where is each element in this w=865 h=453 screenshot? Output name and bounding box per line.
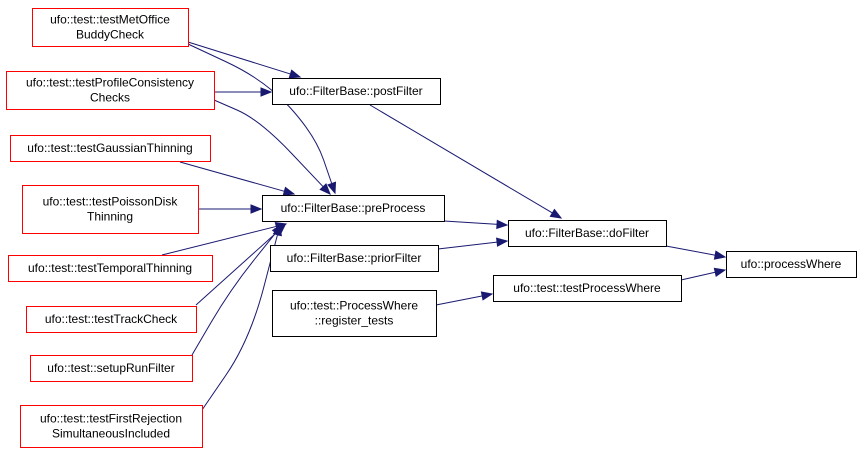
node-trackcheck[interactable]: ufo::test::testTrackCheck — [26, 306, 197, 333]
edge-dofilter-to-processwhere — [665, 245, 717, 256]
node-label: ufo::test::testFirstRejection — [40, 412, 182, 426]
node-label: ufo::test::testMetOffice — [50, 13, 170, 27]
nodes-layer: ufo::test::testMetOfficeBuddyCheckufo::t… — [6, 8, 857, 448]
node-label: ufo::test::testProcessWhere — [513, 281, 661, 295]
node-label: Checks — [90, 91, 130, 105]
arrowhead-profilecons-to-postfilter — [260, 87, 273, 97]
arrowhead-profilecons-to-preprocess — [319, 183, 331, 195]
edge-metoffice-to-preprocess — [187, 43, 333, 185]
edge-priorfilter-to-dofilter — [437, 241, 499, 250]
node-label: ufo::FilterBase::doFilter — [525, 226, 649, 240]
node-priorfilter[interactable]: ufo::FilterBase::priorFilter — [270, 245, 439, 272]
edge-metoffice-to-postfilter — [187, 41, 292, 75]
node-box — [272, 78, 441, 105]
node-label: ufo::test::testTemporalThinning — [28, 261, 192, 275]
node-temporal[interactable]: ufo::test::testTemporalThinning — [8, 255, 213, 282]
node-setuprun[interactable]: ufo::test::setupRunFilter — [30, 355, 193, 382]
node-label: ufo::processWhere — [741, 257, 842, 271]
node-box — [10, 135, 211, 162]
node-label: ufo::test::testProfileConsistency — [26, 76, 194, 90]
edge-setuprun-to-preprocess — [191, 231, 277, 356]
node-preprocess[interactable]: ufo::FilterBase::preProcess — [262, 195, 445, 222]
edge-preprocess-to-dofilter — [443, 220, 499, 225]
node-label: ::register_tests — [315, 314, 394, 328]
edge-temporal-to-preprocess — [161, 225, 278, 256]
node-registertests[interactable]: ufo::test::ProcessWhere::register_tests — [272, 290, 437, 337]
node-dofilter[interactable]: ufo::FilterBase::doFilter — [508, 220, 667, 247]
arrowhead-postfilter-to-dofilter — [549, 208, 563, 219]
node-postfilter[interactable]: ufo::FilterBase::postFilter — [272, 78, 441, 105]
edge-registertests-to-testprocesswhere — [435, 295, 484, 306]
arrowhead-firstrej-to-preprocess — [272, 223, 282, 237]
node-box — [22, 185, 199, 234]
arrowhead-registertests-to-testprocesswhere — [480, 291, 494, 301]
edge-testprocesswhere-to-processwhere — [680, 271, 717, 281]
arrowhead-testprocesswhere-to-processwhere — [713, 267, 727, 277]
edge-trackcheck-to-preprocess — [195, 230, 279, 306]
edges-layer — [161, 41, 727, 411]
node-label: BuddyCheck — [76, 28, 145, 42]
node-box — [30, 355, 193, 382]
node-label: ufo::test::testTrackCheck — [45, 312, 178, 326]
node-label: Thinning — [87, 210, 133, 224]
node-label: ufo::FilterBase::postFilter — [289, 84, 422, 98]
arrowhead-gaussian-to-preprocess — [282, 186, 296, 196]
node-label: ufo::test::testPoissonDisk — [43, 195, 179, 209]
node-box — [26, 306, 197, 333]
arrowhead-priorfilter-to-dofilter — [496, 237, 509, 247]
node-label: ufo::test::ProcessWhere — [290, 299, 418, 313]
node-box — [726, 251, 857, 278]
node-box — [493, 275, 682, 302]
node-box — [32, 8, 189, 47]
edge-postfilter-to-dofilter — [369, 104, 554, 214]
edge-firstrej-to-preprocess — [201, 233, 279, 411]
node-label: ufo::FilterBase::priorFilter — [287, 251, 422, 265]
arrowhead-metoffice-to-postfilter — [288, 69, 302, 79]
node-processwhere[interactable]: ufo::processWhere — [726, 251, 857, 278]
node-box — [262, 195, 445, 222]
node-box — [508, 220, 667, 247]
node-label: ufo::test::testGaussianThinning — [27, 141, 192, 155]
arrowhead-preprocess-to-dofilter — [496, 219, 509, 230]
node-firstrej[interactable]: ufo::test::testFirstRejectionSimultaneou… — [20, 405, 203, 448]
node-box — [20, 405, 203, 448]
node-gaussian[interactable]: ufo::test::testGaussianThinning — [10, 135, 211, 162]
edge-profilecons-to-preprocess — [213, 99, 325, 188]
node-box — [272, 290, 437, 337]
arrowhead-poisson-to-preprocess — [250, 204, 263, 214]
node-box — [270, 245, 439, 272]
node-label: SimultaneousIncluded — [52, 427, 170, 441]
node-box — [8, 255, 213, 282]
edge-gaussian-to-preprocess — [179, 161, 286, 193]
node-testprocesswhere[interactable]: ufo::test::testProcessWhere — [493, 275, 682, 302]
arrowhead-metoffice-to-preprocess — [327, 181, 337, 195]
node-label: ufo::FilterBase::preProcess — [281, 201, 426, 215]
arrowhead-dofilter-to-processwhere — [713, 250, 727, 260]
node-label: ufo::test::setupRunFilter — [47, 361, 174, 375]
node-box — [6, 71, 215, 110]
